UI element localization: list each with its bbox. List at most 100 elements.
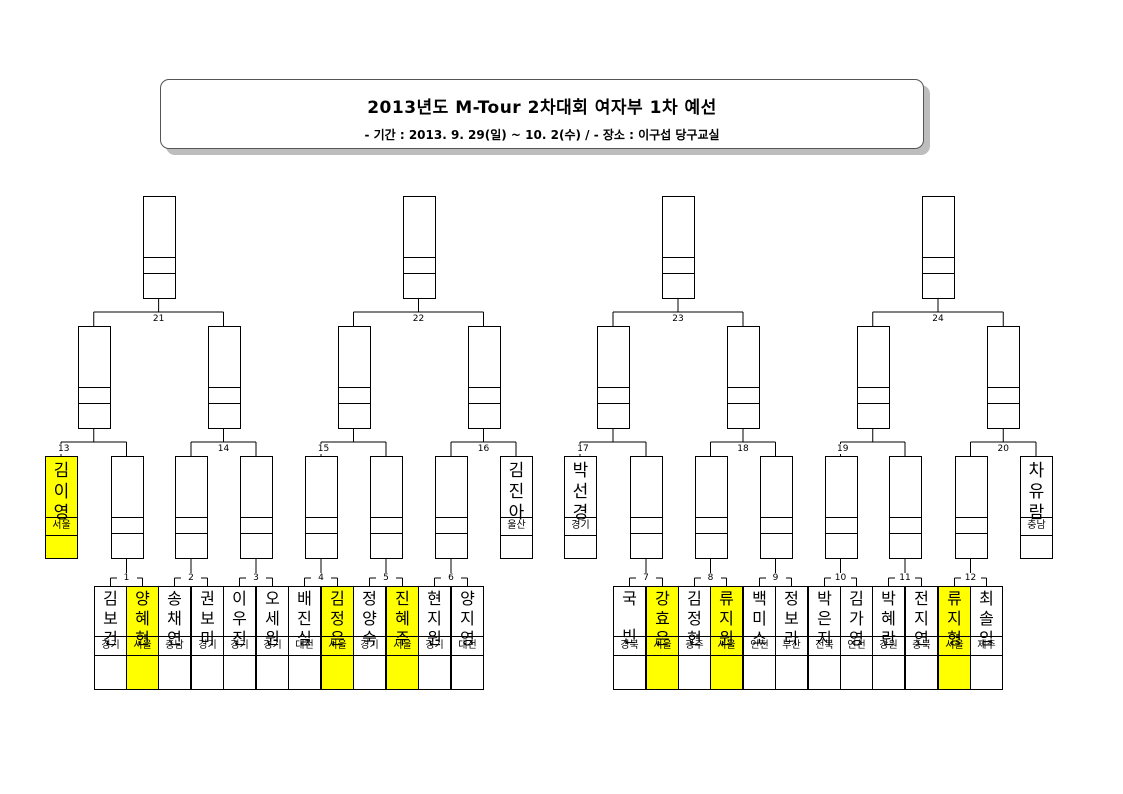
score-divider	[371, 517, 402, 518]
player-region: 제주	[971, 636, 1002, 655]
score-divider	[111, 517, 143, 518]
player-region: 경기	[224, 636, 255, 655]
score-cell[interactable]	[647, 655, 678, 689]
score-divider	[695, 533, 727, 534]
r2-winner-box[interactable]	[337, 326, 371, 429]
r1-winner-box[interactable]	[889, 456, 922, 559]
r2-winner-box[interactable]	[856, 326, 890, 429]
player-region: 충북	[906, 636, 937, 655]
score-cell[interactable]	[192, 655, 223, 689]
score-cell[interactable]	[939, 655, 970, 689]
score-cell[interactable]	[614, 655, 645, 689]
score-divider	[857, 387, 889, 388]
r1-winner-box[interactable]	[759, 456, 793, 559]
score-cell[interactable]	[224, 655, 255, 689]
player-region: 강원	[873, 636, 904, 655]
score-divider	[825, 517, 857, 518]
r1-winner-box[interactable]	[110, 456, 144, 559]
score-cell[interactable]	[95, 655, 126, 689]
score-divider	[338, 403, 370, 404]
title-box: 2013년도 M-Tour 2차대회 여자부 1차 예선 - 기간 : 2013…	[160, 79, 924, 149]
score-cell[interactable]	[46, 535, 77, 558]
score-cell[interactable]	[289, 655, 320, 689]
score-divider	[760, 533, 792, 534]
score-cell[interactable]	[679, 655, 710, 689]
score-divider	[306, 533, 337, 534]
score-cell[interactable]	[387, 655, 418, 689]
r1-winner-box[interactable]	[435, 456, 468, 559]
score-divider	[143, 257, 175, 258]
score-cell[interactable]	[971, 655, 1002, 689]
player-region: 경기	[95, 636, 126, 655]
r1-winner-box[interactable]	[630, 456, 663, 559]
match-number: 17	[573, 444, 593, 454]
player-region: 전북	[809, 636, 840, 655]
qualifier-box[interactable]	[402, 196, 436, 299]
r1-winner-box[interactable]	[824, 456, 858, 559]
score-cell[interactable]	[1021, 535, 1052, 558]
score-cell[interactable]	[873, 655, 904, 689]
score-cell[interactable]	[127, 655, 158, 689]
r2-winner-box[interactable]	[467, 326, 501, 429]
score-divider	[371, 533, 402, 534]
qualifier-box[interactable]	[662, 196, 695, 299]
r2-winner-box[interactable]	[77, 326, 111, 429]
score-cell[interactable]	[452, 655, 483, 689]
r2-winner-box[interactable]	[987, 326, 1021, 429]
score-cell[interactable]	[159, 655, 190, 689]
r1-winner-box[interactable]	[305, 456, 338, 559]
score-cell[interactable]	[776, 655, 807, 689]
score-cell[interactable]	[711, 655, 742, 689]
qualifier-box[interactable]	[142, 196, 176, 299]
match-number: 5	[376, 573, 396, 583]
score-cell[interactable]	[744, 655, 775, 689]
score-cell[interactable]	[354, 655, 385, 689]
score-cell[interactable]	[257, 655, 288, 689]
player-region: 경기	[419, 636, 450, 655]
r2-winner-box[interactable]	[597, 326, 630, 429]
match-number: 13	[53, 444, 74, 454]
score-cell[interactable]	[501, 535, 532, 558]
r2-winner-box[interactable]	[207, 326, 241, 429]
score-divider	[208, 387, 240, 388]
player-region: 경기	[565, 517, 596, 535]
score-cell[interactable]	[419, 655, 450, 689]
page-subtitle: - 기간 : 2013. 9. 29(일) ~ 10. 2(수) / - 장소 …	[364, 128, 720, 142]
score-cell[interactable]	[565, 535, 596, 558]
r1-winner-box[interactable]	[370, 456, 403, 559]
score-cell[interactable]	[322, 655, 353, 689]
score-divider	[955, 517, 987, 518]
match-number: 20	[993, 444, 1014, 454]
r1-winner-box[interactable]	[240, 456, 273, 559]
r1-winner-box[interactable]	[175, 456, 208, 559]
score-divider	[695, 517, 727, 518]
r2-winner-box[interactable]	[727, 326, 760, 429]
score-divider	[143, 273, 175, 274]
r1-winner-box[interactable]	[694, 456, 728, 559]
score-divider	[923, 273, 954, 274]
score-cell[interactable]	[841, 655, 872, 689]
player-region: 부산	[776, 636, 807, 655]
score-cell[interactable]	[809, 655, 840, 689]
score-divider	[338, 387, 370, 388]
score-cell[interactable]	[906, 655, 937, 689]
player-region: 광주	[679, 636, 710, 655]
qualifier-box[interactable]	[922, 196, 955, 299]
r1-winner-box[interactable]	[954, 456, 988, 559]
